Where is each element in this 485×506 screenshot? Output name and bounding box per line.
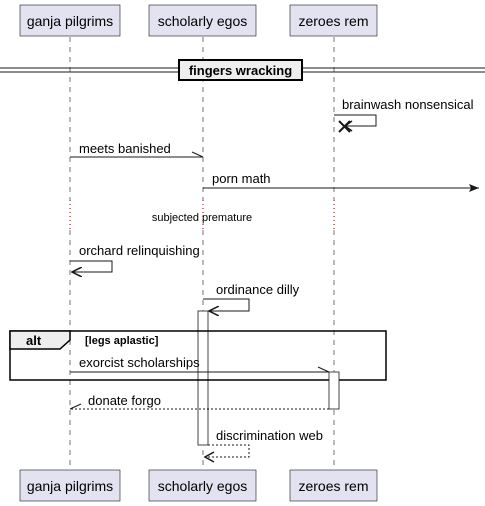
participant-ganja-pilgrims-bottom: ganja pilgrims bbox=[19, 469, 121, 502]
participant-scholarly-egos-top: scholarly egos bbox=[148, 4, 257, 37]
participant-scholarly-egos-bottom: scholarly egos bbox=[148, 469, 257, 502]
message-label: donate forgo bbox=[88, 393, 161, 408]
message-orchard-relinquishing: orchard relinquishing bbox=[70, 243, 200, 272]
message-label: ordinance dilly bbox=[216, 282, 300, 297]
participant-label: scholarly egos bbox=[158, 13, 248, 29]
message-meets-banished: meets banished bbox=[70, 141, 204, 158]
participant-label: zeroes rem bbox=[298, 478, 368, 494]
delay-dots bbox=[69, 200, 335, 230]
message-brainwash-nonsensical: brainwash nonsensical bbox=[334, 97, 474, 133]
message-donate-forgo: donate forgo bbox=[69, 393, 329, 410]
message-label: orchard relinquishing bbox=[79, 243, 200, 258]
divider: fingers wracking bbox=[0, 59, 485, 81]
alt-condition: [legs aplastic] bbox=[85, 335, 159, 347]
activation-zeroes-rem bbox=[328, 371, 340, 410]
participant-zeroes-rem-bottom: zeroes rem bbox=[289, 469, 378, 502]
participant-ganja-pilgrims-top: ganja pilgrims bbox=[19, 4, 121, 37]
message-label: brainwash nonsensical bbox=[342, 97, 474, 112]
participant-label: zeroes rem bbox=[298, 13, 368, 29]
alt-keyword: alt bbox=[26, 333, 42, 348]
message-ordinance-dilly: ordinance dilly bbox=[203, 282, 300, 311]
alt-fragment: alt [legs aplastic] bbox=[9, 330, 387, 381]
message-exorcist-scholarships: exorcist scholarships bbox=[70, 355, 330, 373]
message-discrimination-web: discrimination web bbox=[203, 428, 323, 463]
delay-label: subjected premature bbox=[152, 212, 252, 224]
divider-label: fingers wracking bbox=[189, 63, 292, 78]
message-label: meets banished bbox=[79, 141, 171, 156]
participant-label: ganja pilgrims bbox=[27, 478, 113, 494]
activation-scholarly-egos bbox=[197, 310, 209, 446]
destroy-icon bbox=[338, 120, 351, 133]
participant-label: ganja pilgrims bbox=[27, 13, 113, 29]
message-porn-math: porn math bbox=[203, 171, 479, 192]
participant-label: scholarly egos bbox=[158, 478, 248, 494]
message-label: discrimination web bbox=[216, 428, 323, 443]
message-label: exorcist scholarships bbox=[79, 355, 200, 370]
message-label: porn math bbox=[212, 171, 271, 186]
participant-zeroes-rem-top: zeroes rem bbox=[289, 4, 378, 37]
